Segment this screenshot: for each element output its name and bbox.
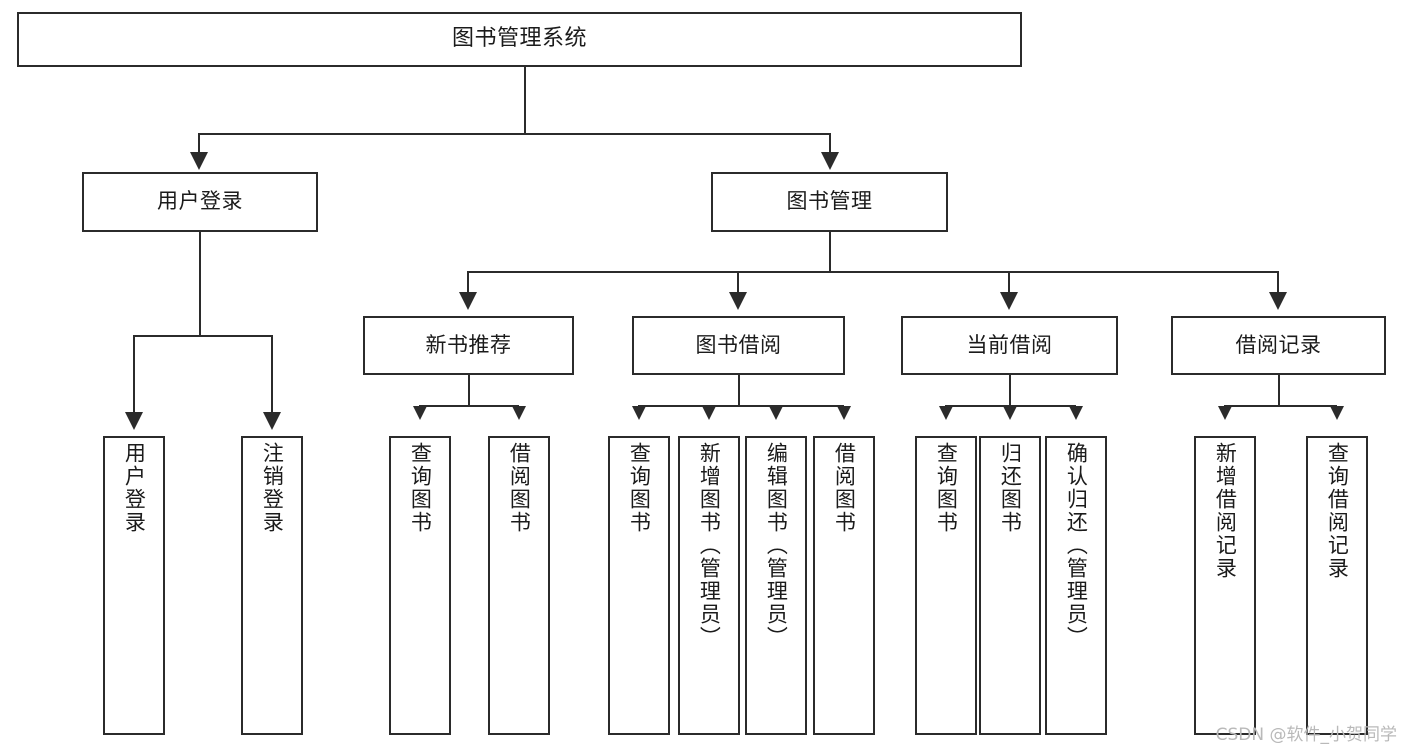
leaf-query-book-current[interactable]: 查询图书 [915, 436, 977, 735]
node-label: 查询图书 [627, 442, 652, 534]
node-label: 确认归还（管理员） [1064, 442, 1089, 649]
node-label: 图书借阅 [695, 332, 782, 357]
connector-root-bus [198, 133, 831, 135]
node-label: 编辑图书（管理员） [764, 442, 789, 649]
leaf-edit-book[interactable]: 编辑图书（管理员） [745, 436, 807, 735]
watermark: CSDN @软件_小贺同学 [1215, 725, 1397, 745]
node-label: 当前借阅 [966, 332, 1053, 357]
leaf-add-borrow-record[interactable]: 新增借阅记录 [1194, 436, 1256, 735]
arrow-to-current-borrow [1000, 292, 1018, 310]
node-label: 查询借阅记录 [1325, 442, 1350, 580]
node-new-book-recommend[interactable]: 新书推荐 [363, 316, 574, 375]
arrow-root-to-book-mgmt [821, 152, 839, 170]
arrow-to-leaf-logout [263, 412, 281, 430]
connector-user-login-stem [199, 232, 201, 336]
connector-borrow-record-bus [1224, 405, 1337, 407]
leaf-query-book-recommend[interactable]: 查询图书 [389, 436, 451, 735]
arrow-to-new-book-recommend [459, 292, 477, 310]
node-label: 借阅图书 [507, 442, 532, 534]
arrow-to-leaf-borrow-book-1 [512, 406, 526, 420]
node-label: 用户登录 [157, 189, 243, 214]
node-label: 新增图书（管理员） [697, 442, 722, 649]
arrow-to-leaf-confirm-return [1069, 406, 1083, 420]
arrow-to-book-borrow [729, 292, 747, 310]
connector-user-login-drop-1 [133, 335, 135, 415]
connector-to-book-borrow [737, 271, 739, 295]
connector-new-book-recommend-bus [419, 405, 519, 407]
node-root-system[interactable]: 图书管理系统 [17, 12, 1022, 67]
connector-root-stem [524, 67, 526, 134]
node-label: 图书管理系统 [451, 26, 587, 52]
leaf-return-book[interactable]: 归还图书 [979, 436, 1041, 735]
leaf-add-book[interactable]: 新增图书（管理员） [678, 436, 740, 735]
arrow-to-leaf-add-book [702, 406, 716, 420]
node-label: 借阅图书 [832, 442, 857, 534]
arrow-to-leaf-user-login [125, 412, 143, 430]
arrow-to-borrow-record [1269, 292, 1287, 310]
node-borrow-record[interactable]: 借阅记录 [1171, 316, 1386, 375]
connector-to-current-borrow [1008, 271, 1010, 295]
node-label: 新增借阅记录 [1213, 442, 1238, 580]
leaf-query-book-borrow[interactable]: 查询图书 [608, 436, 670, 735]
node-book-management[interactable]: 图书管理 [711, 172, 948, 232]
node-label: 查询图书 [408, 442, 433, 534]
node-label: 新书推荐 [425, 332, 512, 357]
node-label: 图书管理 [786, 189, 873, 214]
connector-to-borrow-record [1277, 271, 1279, 295]
node-current-borrow[interactable]: 当前借阅 [901, 316, 1118, 375]
arrow-to-leaf-edit-book [769, 406, 783, 420]
node-label: 查询图书 [934, 442, 959, 534]
node-user-login[interactable]: 用户登录 [82, 172, 318, 232]
connector-user-login-drop-2 [271, 335, 273, 415]
leaf-borrow-book-recommend[interactable]: 借阅图书 [488, 436, 550, 735]
arrow-to-leaf-add-record [1218, 406, 1232, 420]
connector-root-to-book-mgmt [829, 133, 831, 155]
connector-new-book-recommend-stem [468, 375, 470, 406]
node-label: 借阅记录 [1235, 332, 1322, 357]
arrow-to-leaf-query-record [1330, 406, 1344, 420]
arrow-root-to-user-login [190, 152, 208, 170]
leaf-user-login[interactable]: 用户登录 [103, 436, 165, 735]
leaf-borrow-book[interactable]: 借阅图书 [813, 436, 875, 735]
connector-book-borrow-stem [738, 375, 740, 406]
connector-user-login-bus [133, 335, 273, 337]
node-label: 用户登录 [122, 442, 147, 534]
node-book-borrow[interactable]: 图书借阅 [632, 316, 845, 375]
connector-book-borrow-bus [638, 405, 844, 407]
arrow-to-leaf-query-book-3 [939, 406, 953, 420]
node-label: 注销登录 [260, 442, 285, 534]
connector-book-mgmt-bus [467, 271, 1279, 273]
connector-borrow-record-stem [1278, 375, 1280, 406]
connector-root-to-user-login [198, 133, 200, 155]
connector-to-new-book-recommend [467, 271, 469, 295]
node-label: 归还图书 [998, 442, 1023, 534]
leaf-query-borrow-record[interactable]: 查询借阅记录 [1306, 436, 1368, 735]
arrow-to-leaf-borrow-book-2 [837, 406, 851, 420]
arrow-to-leaf-query-book-1 [413, 406, 427, 420]
connector-current-borrow-stem [1009, 375, 1011, 406]
arrow-to-leaf-query-book-2 [632, 406, 646, 420]
connector-book-mgmt-stem [829, 232, 831, 272]
arrow-to-leaf-return-book [1003, 406, 1017, 420]
leaf-logout[interactable]: 注销登录 [241, 436, 303, 735]
leaf-confirm-return[interactable]: 确认归还（管理员） [1045, 436, 1107, 735]
